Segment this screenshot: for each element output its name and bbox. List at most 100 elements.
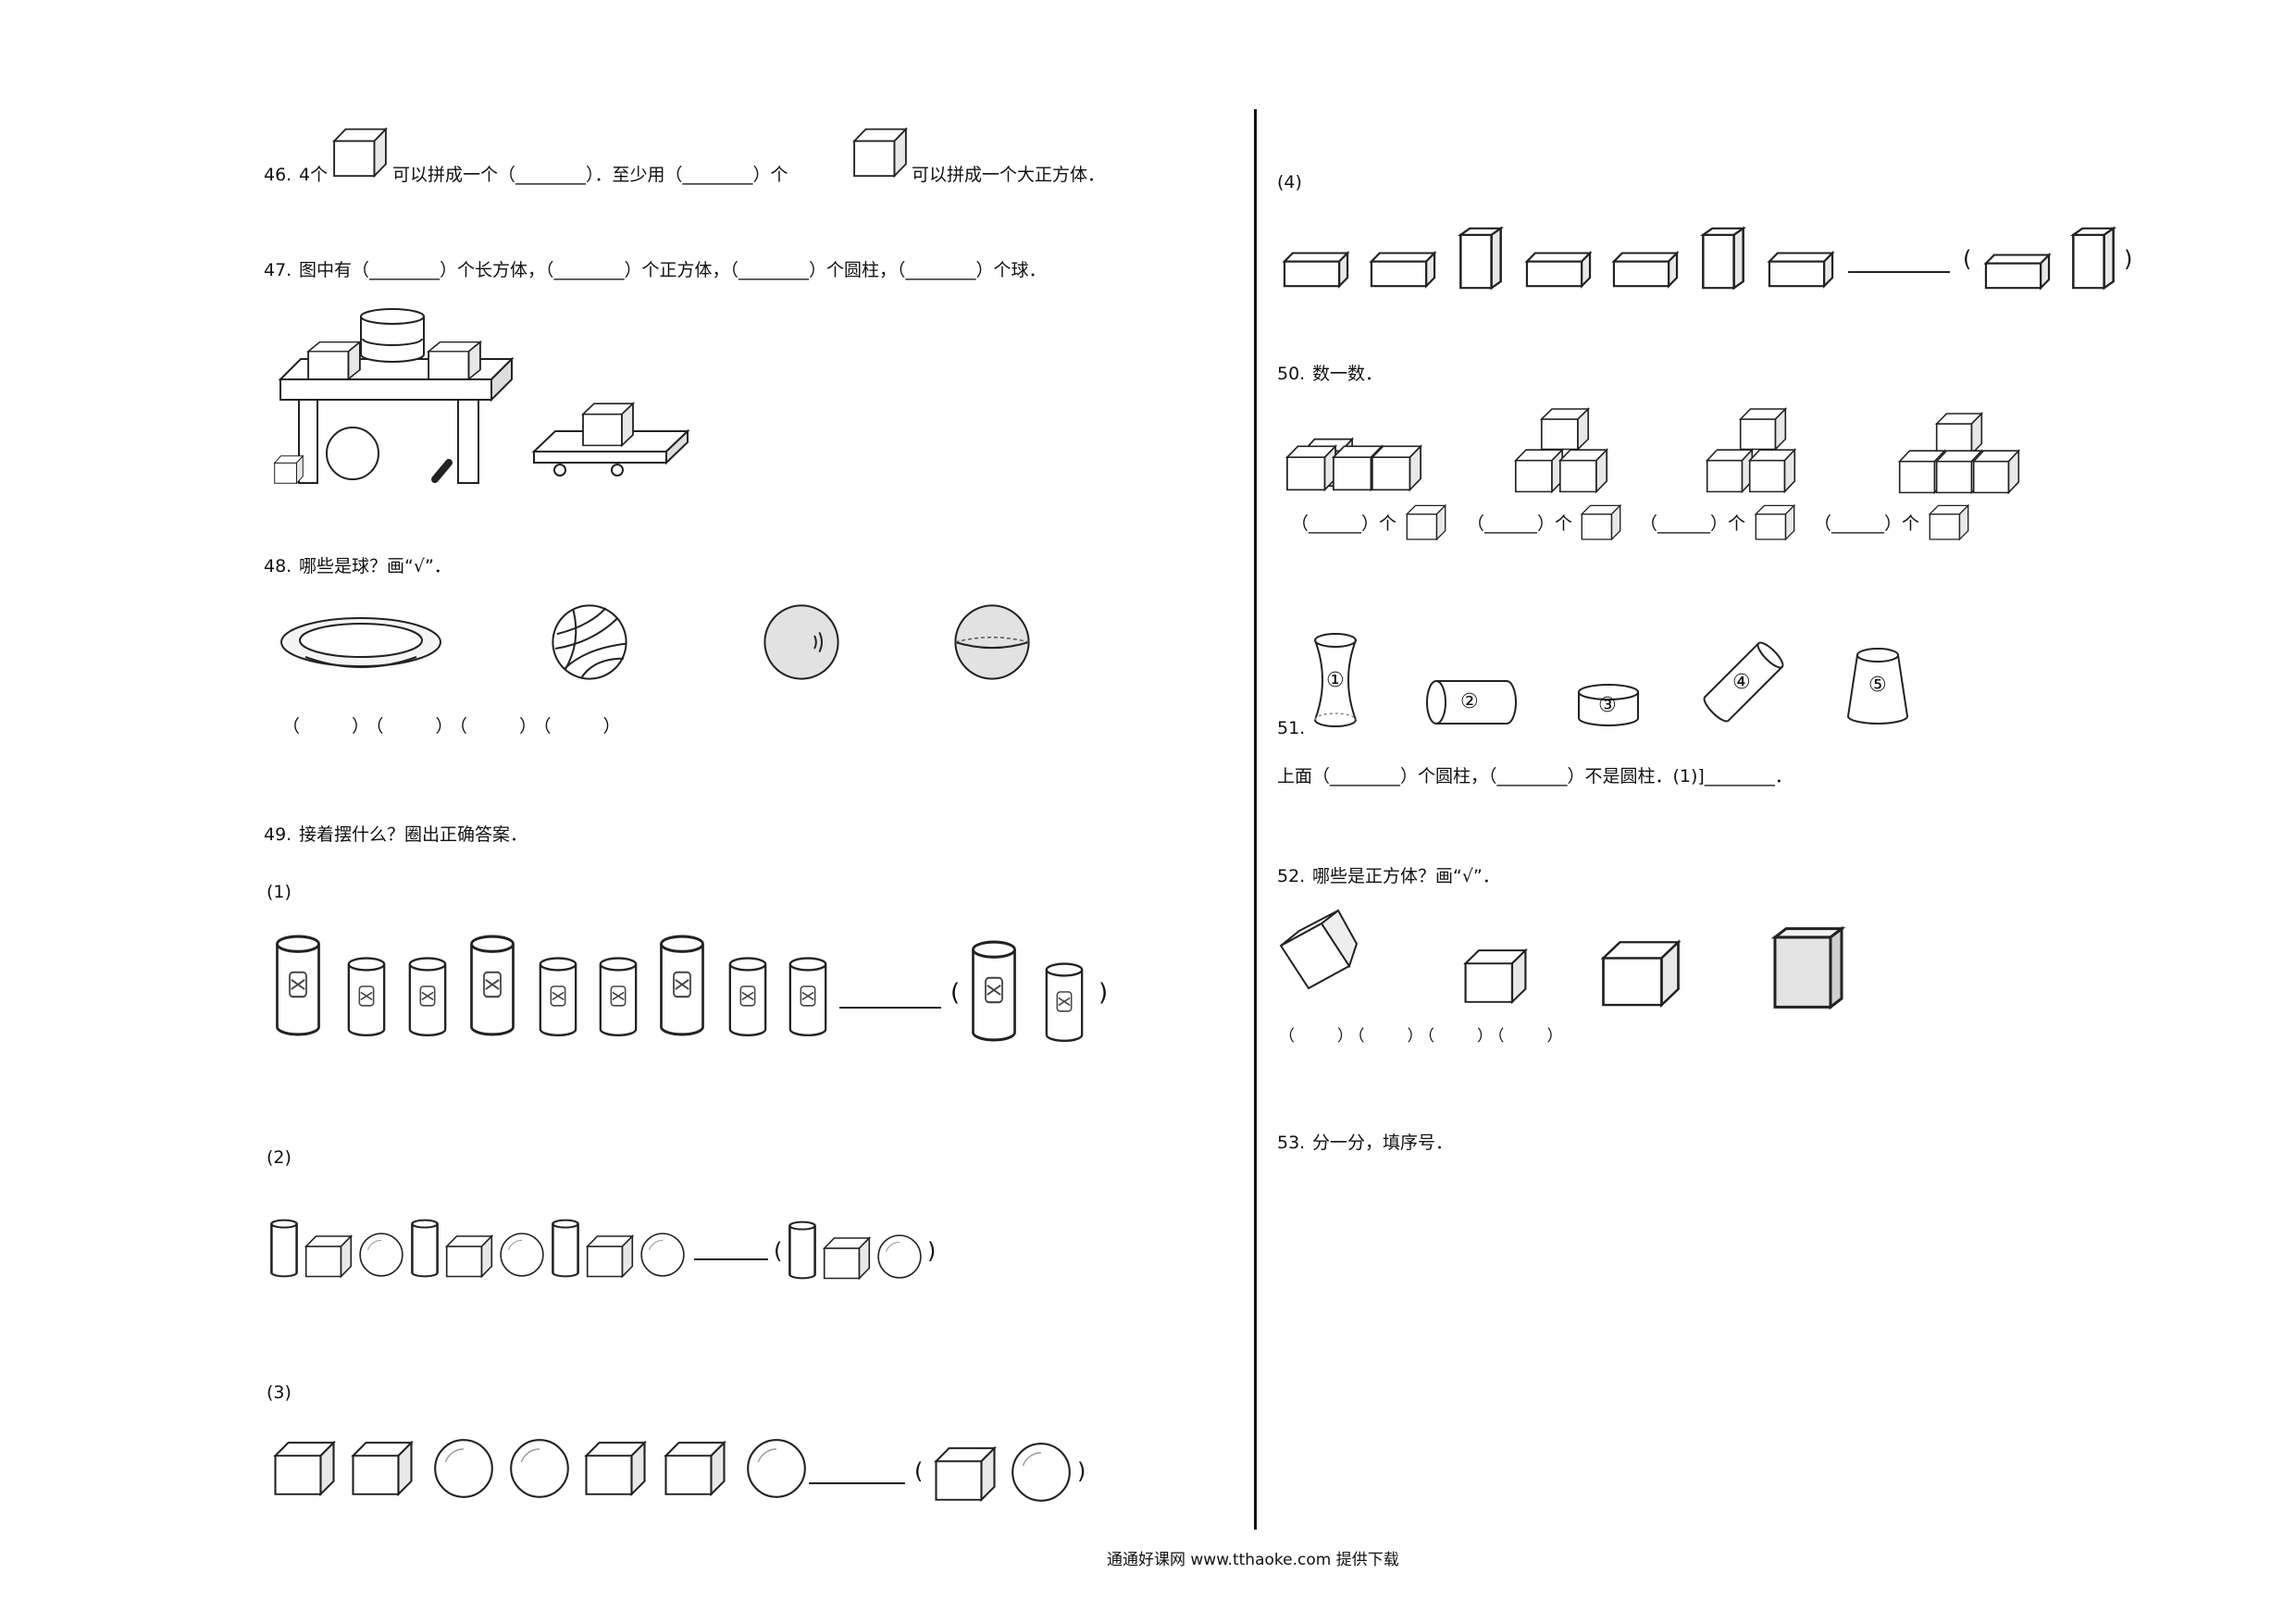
gray-ball-figure — [951, 601, 1033, 683]
q49-part4-sequence: ( ) — [1282, 222, 2152, 296]
cube — [444, 1233, 494, 1279]
q46-number: 46. — [264, 165, 292, 185]
option-open-paren: ( — [774, 1238, 783, 1264]
cuboid — [1369, 250, 1437, 289]
ball — [507, 1436, 572, 1501]
option-cube[interactable] — [822, 1234, 872, 1281]
q50-blank-2[interactable]: （______）个 — [1467, 514, 1573, 534]
q52-number: 52. — [1277, 866, 1306, 886]
option-close-paren: ) — [927, 1238, 937, 1264]
medium-cube-figure — [1599, 936, 1682, 1009]
answer-line — [839, 1007, 941, 1009]
table-with-solids-figure — [273, 304, 699, 489]
cube — [583, 1438, 648, 1497]
cuboid — [1524, 250, 1593, 289]
ball — [744, 1436, 809, 1501]
can-short — [406, 957, 449, 1038]
cube — [663, 1438, 727, 1497]
q48-number: 48. — [264, 556, 292, 576]
gray-disc-figure — [761, 601, 842, 683]
option-close-paren: ) — [2124, 246, 2133, 272]
q50-blank-1[interactable]: （______）个 — [1291, 514, 1397, 534]
q49-part2-sequence: ( ) — [268, 1212, 953, 1286]
answer-line — [694, 1258, 768, 1260]
q52-answer-blanks[interactable]: （ ）（ ）（ ）（ ） — [1279, 1027, 1567, 1046]
cuboid — [1282, 250, 1350, 289]
q47-text: 图中有（________）个长方体，（________）个正方体，（______… — [299, 260, 1047, 280]
q50-blank-4[interactable]: （______）个 — [1814, 514, 1920, 534]
q53-text: 分一分，填序号． — [1312, 1133, 1454, 1153]
plate-figure — [278, 611, 444, 677]
option-cylinder[interactable] — [787, 1220, 818, 1281]
tilted-cylinder-figure — [1699, 638, 1788, 725]
q46-text-b: 可以拼成一个（________）．至少用（________）个 — [392, 165, 788, 185]
cup-shape-figure — [1844, 646, 1911, 725]
tall-gray-box-figure — [1771, 925, 1845, 1010]
q48-text: 哪些是球？画“√”． — [299, 556, 452, 576]
cuboid — [1767, 250, 1835, 289]
option-ball[interactable] — [875, 1233, 924, 1281]
cube-stack-4 — [1897, 410, 2023, 495]
shape-label-4: ④ — [1732, 671, 1751, 694]
volleyball-figure — [549, 601, 630, 683]
tall-box — [1458, 226, 1504, 291]
cylinder — [268, 1218, 300, 1279]
cube-stack-3 — [1705, 405, 1808, 494]
shape-label-5: ⑤ — [1868, 674, 1887, 697]
cube — [585, 1233, 635, 1279]
option-open-paren: ( — [1963, 246, 1972, 272]
ball — [357, 1231, 405, 1279]
option-close-paren: ) — [1098, 979, 1109, 1007]
option-cube[interactable] — [933, 1443, 998, 1503]
q46-text-a: 4个 — [299, 165, 329, 185]
q50-blank-3[interactable]: （______）个 — [1640, 514, 1746, 534]
can-short — [597, 957, 639, 1038]
ball — [431, 1436, 496, 1501]
ball — [498, 1231, 546, 1279]
cube-stack-1 — [1285, 435, 1425, 492]
q52-text: 哪些是正方体？画“√”． — [1312, 866, 1500, 886]
option-ball[interactable] — [1009, 1440, 1074, 1505]
cylinder — [550, 1218, 581, 1279]
option-cuboid[interactable] — [1983, 252, 2052, 291]
answer-line — [1848, 271, 1950, 273]
q50-number: 50. — [1277, 364, 1306, 384]
option-open-paren: ( — [914, 1458, 924, 1484]
q49-number: 49. — [264, 824, 292, 845]
option-close-paren: ) — [1077, 1458, 1086, 1484]
rotated-cube-figure — [1277, 907, 1360, 996]
option-can-tall[interactable] — [969, 940, 1019, 1044]
q49-part1-label: (1) — [267, 882, 292, 902]
ball — [639, 1231, 687, 1279]
option-tall-box[interactable] — [2070, 226, 2116, 291]
option-can-short[interactable] — [1043, 962, 1086, 1044]
q53-number: 53. — [1277, 1133, 1306, 1153]
q48-answer-blanks[interactable]: （ ）（ ）（ ）（ ） — [282, 716, 627, 737]
option-open-paren: ( — [950, 979, 961, 1007]
can-tall — [273, 935, 323, 1038]
q51-number: 51. — [1277, 718, 1306, 738]
q51-text: 上面（________）个圆柱，（________）不是圆柱．(1)]_____… — [1277, 766, 1793, 787]
column-divider — [1254, 109, 1257, 1530]
small-cube-icon — [331, 125, 389, 179]
cube — [350, 1438, 415, 1497]
q46-text-c: 可以拼成一个大正方体． — [912, 165, 1106, 185]
q47-number: 47. — [264, 260, 292, 280]
can-tall — [657, 935, 707, 1038]
can-short — [787, 957, 829, 1038]
cylinder — [409, 1218, 441, 1279]
q50-text: 数一数． — [1312, 364, 1384, 384]
can-short — [726, 957, 769, 1038]
can-short — [345, 957, 388, 1038]
q49-part2-label: (2) — [267, 1147, 292, 1168]
small-cube-icon — [1754, 502, 1796, 541]
small-cube-icon — [1405, 502, 1447, 541]
shape-label-1: ① — [1326, 669, 1345, 692]
answer-line — [809, 1482, 905, 1484]
lying-cylinder-figure — [1425, 677, 1518, 727]
q49-text: 接着摆什么？圈出正确答案． — [299, 824, 528, 845]
shape-label-3: ③ — [1598, 694, 1617, 717]
can-short — [537, 957, 579, 1038]
small-cube-figure — [1462, 946, 1529, 1005]
cube — [272, 1438, 337, 1497]
